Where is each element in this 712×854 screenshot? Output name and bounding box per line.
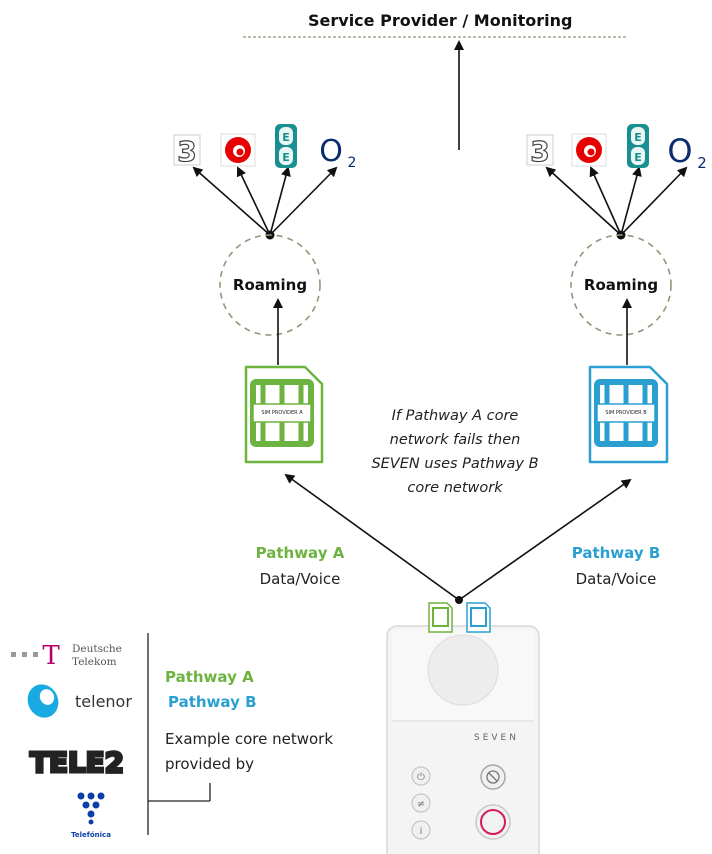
svg-text:E: E	[634, 131, 642, 144]
svg-text:Telekom: Telekom	[72, 656, 117, 668]
svg-text:3: 3	[530, 135, 549, 168]
sim-b-label: SIM PROVIDER B	[605, 410, 647, 416]
right-operator-fan	[545, 166, 688, 240]
vodafone-logo-right	[571, 133, 607, 167]
pathway-b-label: Pathway B	[571, 544, 661, 562]
svg-text:Telefónica: Telefónica	[71, 831, 111, 839]
pathway-a-label: Pathway A	[255, 544, 345, 562]
roaming-label-b: Roaming	[583, 276, 659, 294]
svg-text:Deutsche: Deutsche	[72, 643, 122, 655]
svg-text:i: i	[420, 826, 423, 837]
svg-text:3: 3	[177, 135, 196, 168]
legend-example-line-1: Example core network	[165, 730, 334, 748]
svg-text:E: E	[282, 151, 290, 164]
svg-text:2: 2	[697, 154, 707, 172]
device-brand: SEVEN	[474, 733, 519, 743]
power-button	[411, 766, 431, 786]
legend-example-text: Example core network provided by	[165, 727, 333, 777]
arrow-pathway-a	[284, 473, 460, 601]
o2-logo-right: O 2	[667, 132, 706, 172]
tele2-logo: TELE2 TELE2	[29, 745, 126, 781]
svg-text:E: E	[282, 131, 290, 144]
mini-sim-a	[428, 602, 453, 633]
ee-logo-right: E E	[627, 124, 649, 168]
speaker-grille	[427, 634, 499, 706]
svg-text:T: T	[42, 641, 60, 671]
svg-text:TELE2: TELE2	[30, 746, 124, 779]
three-logo-left: 3	[173, 134, 201, 169]
sim-a-label: SIM PROVIDER A	[261, 410, 303, 416]
pathway-a-sub: Data/Voice	[259, 570, 341, 588]
mute-button	[411, 793, 431, 813]
sim-card-a	[244, 365, 324, 464]
svg-text:⏻: ⏻	[417, 772, 425, 783]
ee-logo-left: E E	[275, 124, 297, 168]
roaming-circle-a	[219, 234, 321, 336]
deutsche-telekom-logo: T Deutsche Telekom	[11, 641, 122, 671]
legend-example-line-2: provided by	[165, 755, 255, 773]
legend-pathway-a: Pathway A	[165, 668, 254, 686]
svg-text:O: O	[319, 134, 343, 169]
failover-note: If Pathway A core network fails then SEV…	[352, 404, 558, 500]
arrow-pathway-b	[458, 478, 632, 601]
svg-text:TELE2: TELE2	[30, 746, 124, 779]
roaming-circle-b	[570, 234, 672, 336]
telenor-logo: telenor	[27, 684, 132, 718]
svg-text:2: 2	[348, 155, 357, 171]
svg-text:telenor: telenor	[75, 692, 132, 711]
three-logo-right: 3	[526, 134, 554, 169]
failover-note-line-4: core network	[407, 480, 503, 496]
seven-device: ⏻ ≠ i	[386, 625, 540, 854]
o2-logo-left: O 2	[319, 134, 356, 171]
pathway-b-sub: Data/Voice	[575, 570, 657, 588]
sim-card-b	[588, 365, 669, 464]
svg-text:≠: ≠	[417, 799, 425, 810]
svg-text:O: O	[667, 132, 692, 170]
telefonica-logo: Telefónica	[71, 792, 111, 839]
page-title: Service Provider / Monitoring	[308, 11, 573, 30]
info-button	[411, 820, 431, 840]
failover-note-line-1: If Pathway A core	[391, 408, 519, 424]
device-junction-dot	[455, 596, 463, 604]
failover-note-line-2: network fails then	[389, 432, 521, 448]
legend-pathway-b: Pathway B	[168, 693, 257, 711]
mini-sim-b	[466, 602, 491, 633]
left-operator-fan	[192, 166, 338, 240]
svg-text:E: E	[634, 151, 642, 164]
roaming-label-a: Roaming	[232, 276, 308, 294]
vodafone-logo-left	[220, 133, 256, 167]
failover-note-line-3: SEVEN uses Pathway B	[371, 456, 539, 472]
